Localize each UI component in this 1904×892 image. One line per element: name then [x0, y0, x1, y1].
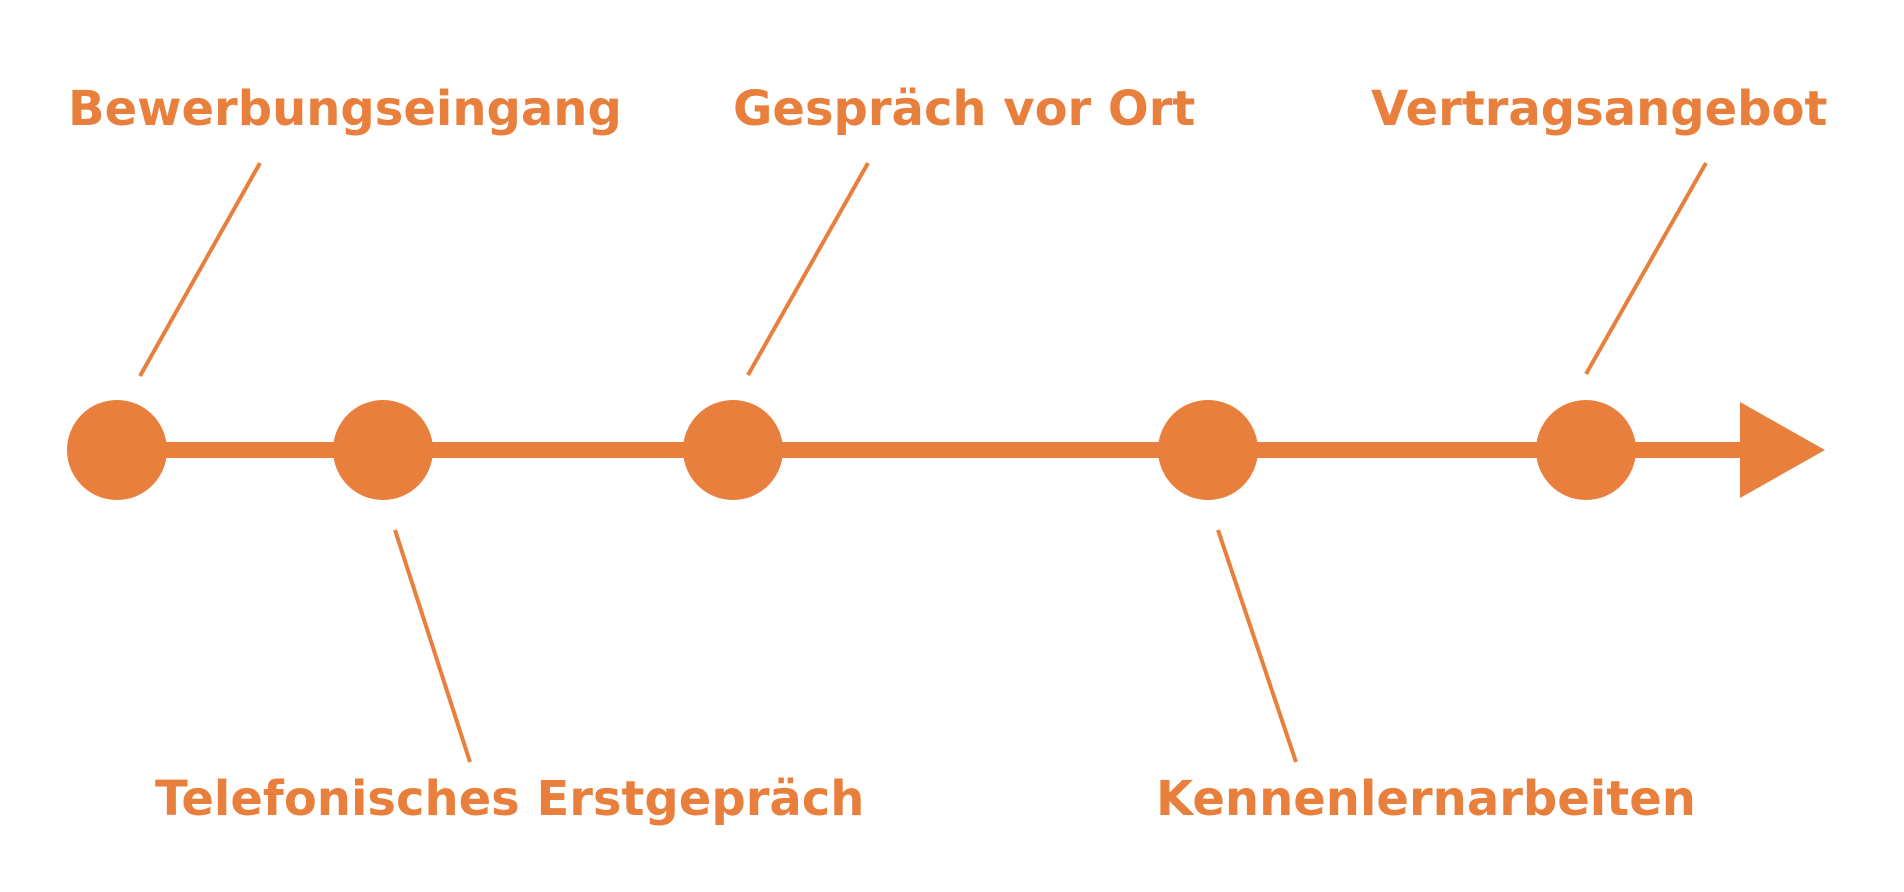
step-node	[67, 400, 167, 500]
step-label: Vertragsangebot	[1371, 81, 1827, 137]
timeline-step: Gespräch vor Ort	[683, 81, 1195, 500]
timeline-arrowhead	[1740, 402, 1825, 498]
step-node	[683, 400, 783, 500]
step-node	[1536, 400, 1636, 500]
timeline-step: Telefonisches Erstgepräch	[155, 400, 864, 827]
step-connector-line	[1584, 162, 1708, 375]
step-node	[333, 400, 433, 500]
step-node	[1158, 400, 1258, 500]
step-connector-line	[1216, 529, 1298, 763]
step-connector-line	[746, 162, 870, 376]
timeline-step: Kennenlernarbeiten	[1156, 400, 1696, 827]
step-label: Gespräch vor Ort	[733, 81, 1195, 137]
step-connector-line	[138, 162, 262, 377]
timeline-step: Vertragsangebot	[1371, 81, 1827, 500]
step-label: Telefonisches Erstgepräch	[155, 771, 864, 827]
step-connector-line	[393, 529, 472, 763]
timeline-step: Bewerbungseingang	[67, 81, 622, 500]
step-label: Kennenlernarbeiten	[1156, 771, 1696, 827]
step-label: Bewerbungseingang	[68, 81, 622, 137]
